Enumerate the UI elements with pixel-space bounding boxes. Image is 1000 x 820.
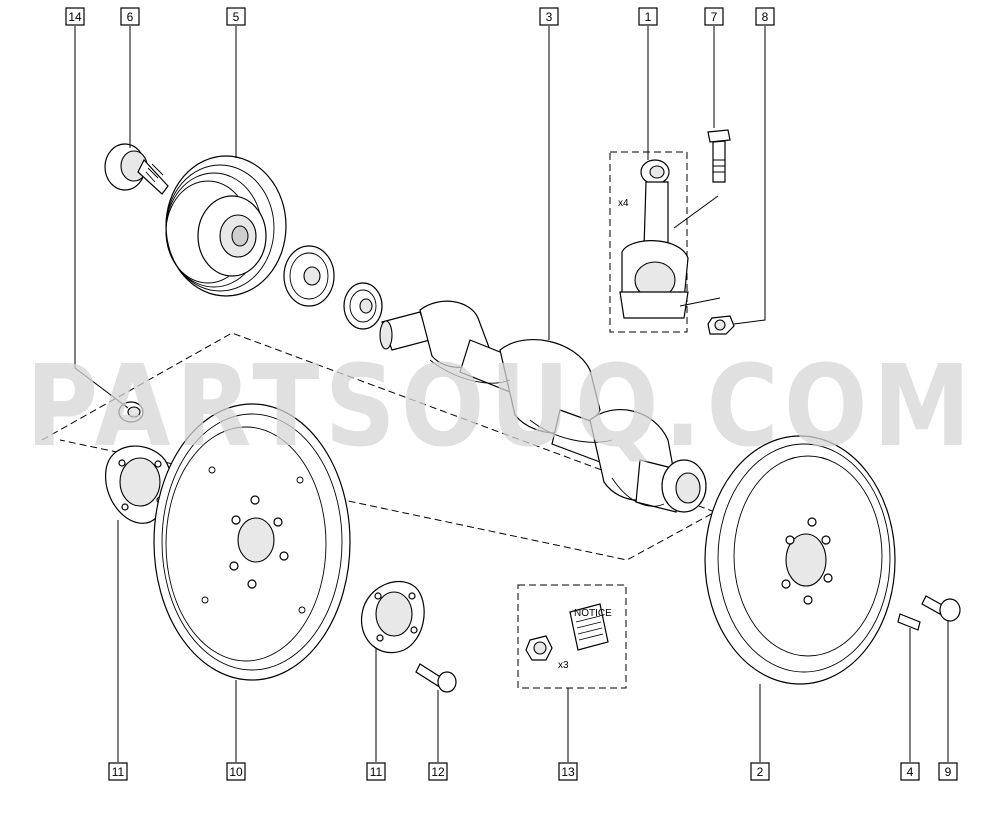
notice-label: NOTICE bbox=[574, 608, 612, 619]
callout-label: 2 bbox=[757, 765, 764, 779]
callout-label: 7 bbox=[711, 10, 718, 24]
callout-label: 11 bbox=[112, 765, 125, 779]
callout-6: 6 bbox=[120, 7, 140, 26]
callout-2: 2 bbox=[750, 762, 770, 781]
callout-label: 8 bbox=[762, 10, 769, 24]
callout-label: 4 bbox=[907, 765, 914, 779]
callout-label: 1 bbox=[645, 10, 652, 24]
part-9-flywheel-bolt bbox=[921, 595, 961, 622]
callout-label: 9 bbox=[945, 765, 952, 779]
callout-14: 14 bbox=[65, 7, 85, 26]
callout-label: 6 bbox=[127, 10, 134, 24]
callout-1: 1 bbox=[638, 7, 658, 26]
part-13-bolt-kit bbox=[525, 603, 609, 661]
part-3-crankshaft bbox=[379, 300, 707, 513]
callout-label: 12 bbox=[431, 765, 445, 779]
callout-11-right: 11 bbox=[366, 762, 386, 781]
callout-9: 9 bbox=[938, 762, 958, 781]
callout-11-left: 11 bbox=[108, 762, 128, 781]
callout-7: 7 bbox=[704, 7, 724, 26]
part-1-connecting-rod bbox=[619, 159, 689, 319]
callout-label: 14 bbox=[68, 10, 82, 24]
part-5-crankshaft-pulley bbox=[165, 155, 287, 297]
bolt-quantity-label: x3 bbox=[558, 660, 569, 671]
part-6-pulley-bolt bbox=[104, 143, 169, 195]
part-11-plate-right bbox=[360, 580, 425, 654]
leader-lines bbox=[74, 26, 949, 762]
callout-label: 13 bbox=[561, 765, 575, 779]
callout-4: 4 bbox=[900, 762, 920, 781]
part-14-pilot-bush bbox=[118, 401, 144, 423]
part-11-plate-left bbox=[105, 445, 172, 524]
callout-label: 5 bbox=[233, 10, 240, 24]
part-10-flywheel bbox=[153, 403, 351, 681]
timing-sprockets bbox=[283, 245, 383, 330]
callout-5: 5 bbox=[226, 7, 246, 26]
callout-8: 8 bbox=[755, 7, 775, 26]
callout-label: 3 bbox=[546, 10, 553, 24]
part-2-flywheel bbox=[704, 435, 896, 685]
callout-13: 13 bbox=[558, 762, 578, 781]
callout-label: 11 bbox=[370, 765, 383, 779]
callout-label: 10 bbox=[229, 765, 243, 779]
callout-12: 12 bbox=[428, 762, 448, 781]
rod-quantity-label: x4 bbox=[618, 198, 629, 209]
callout-10: 10 bbox=[226, 762, 246, 781]
part-7-rod-bolt bbox=[707, 129, 731, 183]
callout-3: 3 bbox=[539, 7, 559, 26]
part-12-flywheel-bolt bbox=[415, 663, 457, 693]
watermark-text: PARTSOUQ.COM bbox=[26, 342, 976, 472]
part-4-dowel-pin bbox=[897, 613, 921, 631]
part-8-rod-nut bbox=[707, 315, 735, 335]
